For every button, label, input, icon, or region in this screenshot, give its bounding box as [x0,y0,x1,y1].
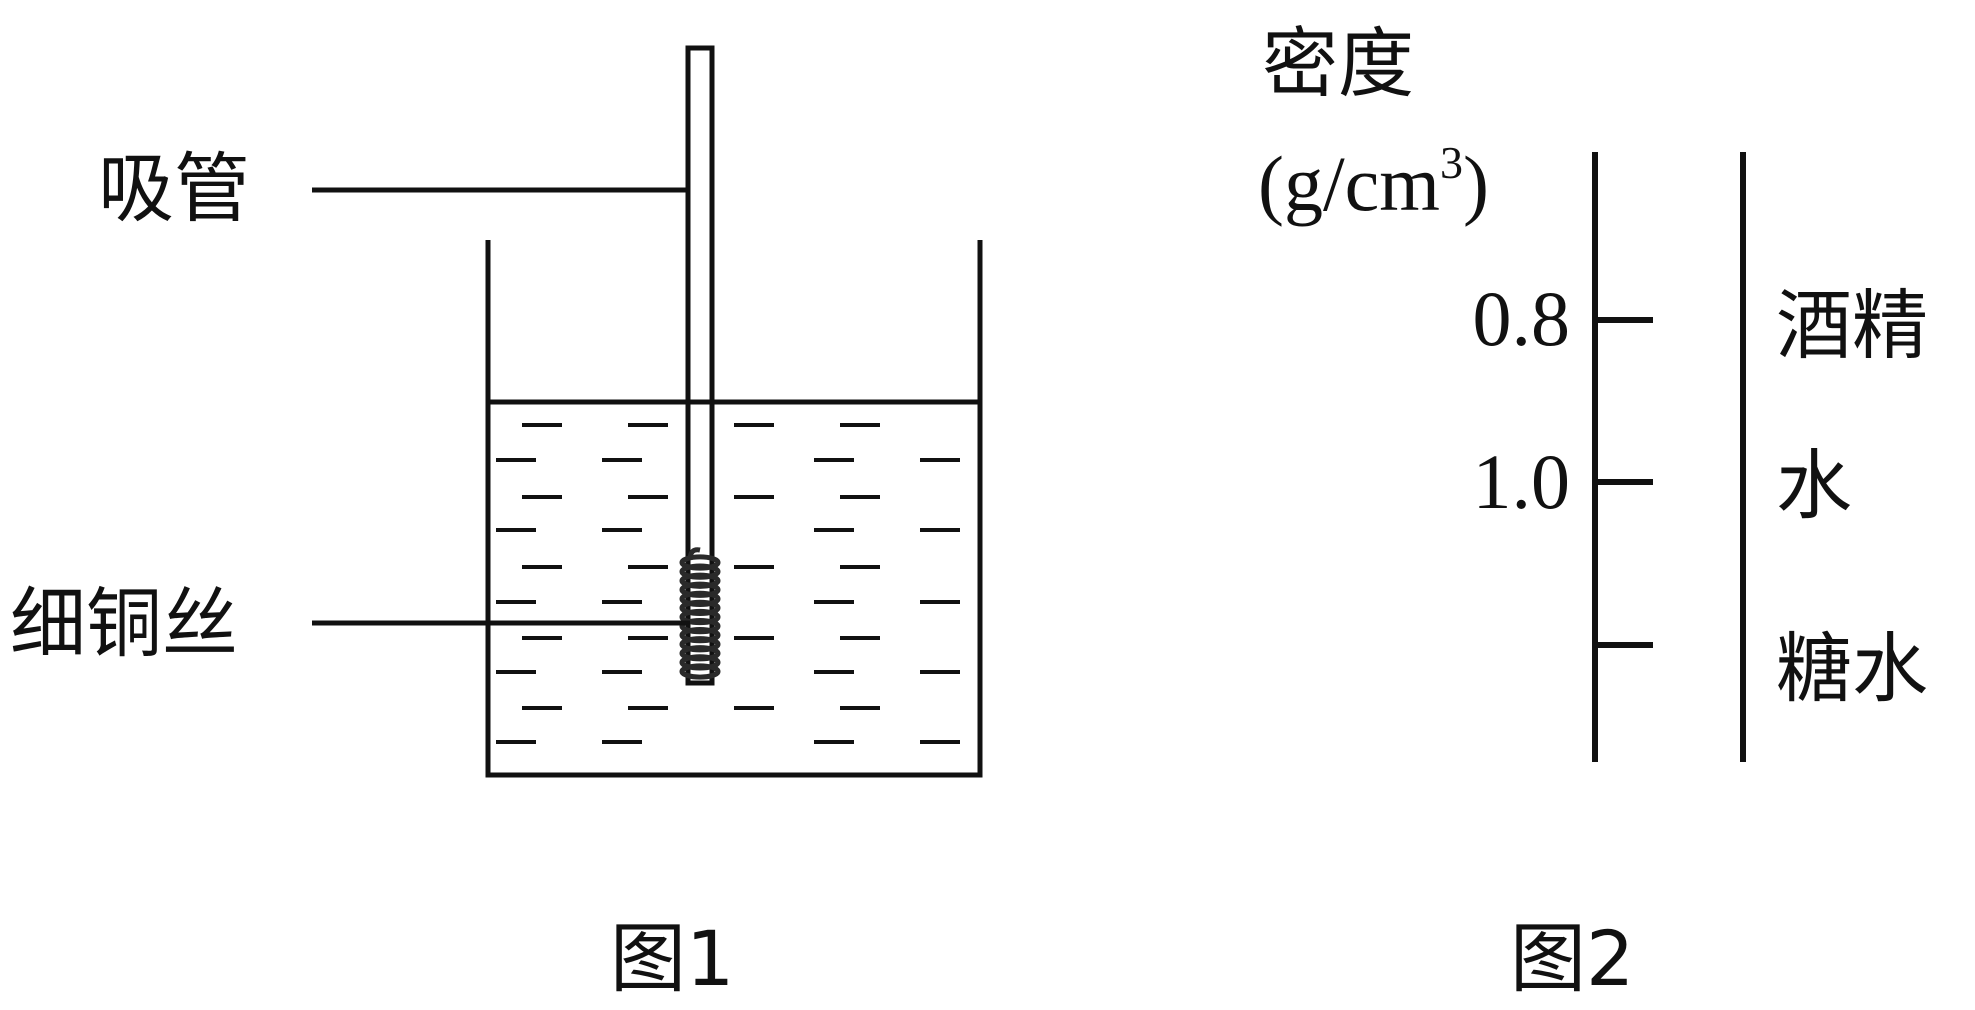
axis-title: 密度 [1262,19,1414,108]
liquid-sugar-water: 糖水 [1776,624,1928,713]
figure-2-caption: 图2 [1510,914,1634,1003]
axis-unit-exponent: 3 [1440,137,1463,188]
figure-2: 密度 (g/cm3) 0.8 1.0 酒精 水 糖水 图2 [1258,19,1928,1003]
copper-coil-turn [679,663,721,680]
axis-unit: (g/cm3) [1258,137,1489,227]
tick-label-0-8: 0.8 [1473,275,1571,362]
straw [685,45,715,686]
beaker-outline [485,240,983,778]
liquid-dashes [496,423,960,744]
liquid-water: 水 [1776,441,1852,530]
axis-unit-close: ) [1463,140,1489,227]
figure-1: 吸管 细铜丝 图1 [10,45,983,1003]
straw-label: 吸管 [98,144,250,233]
tick-label-1-0: 1.0 [1473,438,1571,525]
copper-wire-label: 细铜丝 [10,579,238,668]
liquid-alcohol: 酒精 [1776,281,1928,370]
axis-unit-base: (g/cm [1258,140,1440,227]
figure-1-caption: 图1 [610,914,734,1003]
copper-coil-end [687,547,701,561]
copper-wire-coil [679,547,721,680]
